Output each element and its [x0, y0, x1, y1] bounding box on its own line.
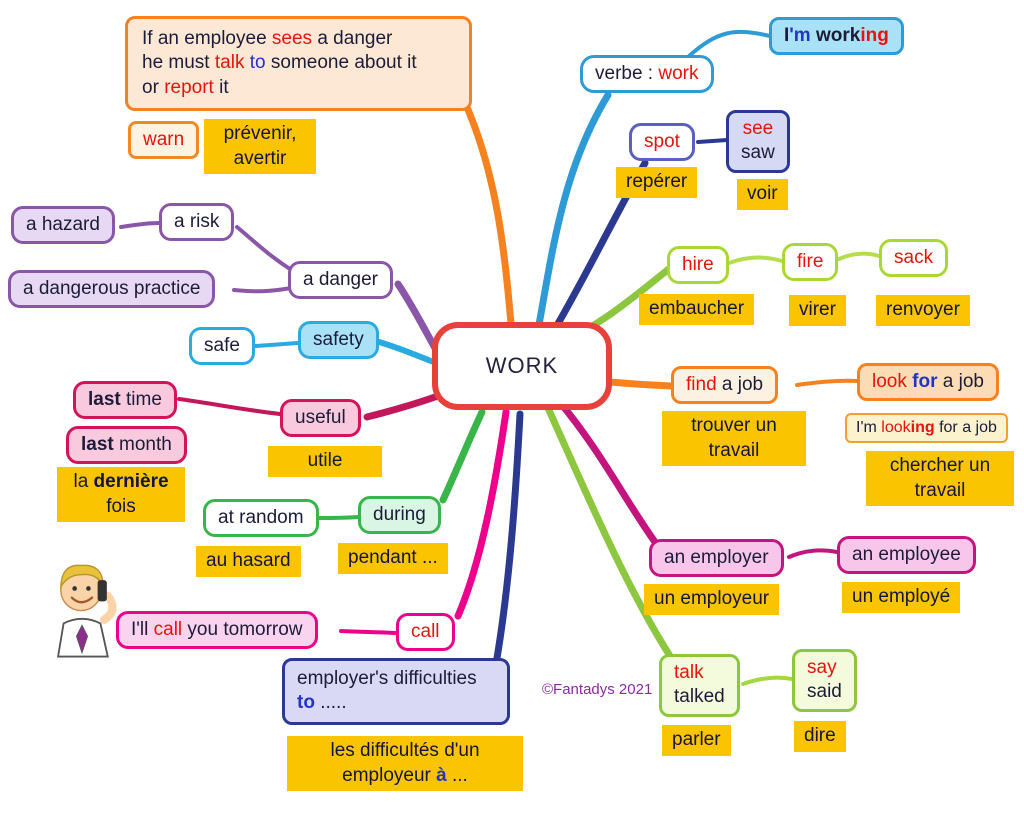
translation-fire: virer — [789, 295, 846, 326]
branch-danger-line — [394, 280, 440, 354]
arm — [99, 591, 117, 624]
node-a-dangerous-practice: a dangerous practice — [8, 270, 216, 309]
employer-to-employee-line — [787, 548, 839, 559]
right-eye — [86, 586, 91, 591]
node-warn: warn — [128, 121, 200, 160]
center-topic-work: WORK — [432, 322, 612, 410]
node-verbe-work: verbe : work — [580, 55, 714, 94]
node-useful: useful — [280, 399, 361, 438]
tie — [75, 624, 89, 655]
translation-sack: renvoyer — [876, 295, 970, 326]
node-im-looking: I'm looking for a job — [845, 413, 1008, 444]
during-to-atrandom-line — [317, 515, 360, 520]
difficulties-line-2: to ..... — [297, 692, 347, 714]
translation-difficulties: les difficultés d'un employeur à ... — [287, 736, 523, 792]
copyright-text: ©Fantadys 2021 — [542, 681, 653, 698]
node-hire: hire — [667, 246, 729, 285]
talk-to-say-line — [741, 675, 794, 686]
find-to-look-line — [795, 378, 859, 387]
note-line-2: he must talk to someone about it — [142, 52, 417, 74]
phone — [97, 580, 107, 602]
note-line-1: If an employee sees a danger — [142, 28, 393, 49]
node-an-employee: an employee — [837, 536, 976, 575]
note-box: If an employee sees a danger he must tal… — [125, 16, 472, 111]
node-a-risk: a risk — [159, 203, 235, 242]
node-sack: sack — [879, 239, 949, 278]
danger-to-dangerous-line — [232, 286, 293, 294]
hire-to-fire-line — [727, 255, 784, 265]
translation-look: chercher un travail — [866, 451, 1014, 507]
branch-find-line — [606, 378, 675, 390]
node-during: during — [358, 496, 441, 535]
translation-at-random: au hasard — [196, 546, 301, 577]
risk-to-hazard-line — [119, 221, 161, 229]
node-employers-difficulties: employer's difficulties to ..... — [282, 658, 510, 725]
translation-see: voir — [737, 179, 788, 210]
branch-difficulties-line — [493, 410, 524, 662]
verbe-to-working-line — [686, 29, 772, 59]
translation-say: dire — [794, 721, 846, 752]
node-see-saw: see saw — [726, 110, 790, 173]
node-look-for-a-job: look for a job — [857, 363, 999, 402]
spot-to-see-line — [696, 138, 729, 144]
branch-call-line — [454, 408, 510, 620]
branch-safety-line — [376, 339, 439, 366]
branch-verbe-line — [534, 91, 612, 334]
translation-employee: un employé — [842, 582, 961, 613]
branch-useful-line — [363, 392, 442, 421]
left-eye — [72, 586, 77, 591]
translation-during: pendant ... — [338, 543, 448, 574]
call-to-illcall-line — [339, 629, 398, 635]
branch-note-line — [459, 94, 516, 339]
safety-to-safe-line — [254, 341, 300, 348]
useful-to-lasttime-line — [177, 397, 282, 416]
translation-employer: un employeur — [644, 584, 780, 615]
translation-warn: prévenir, avertir — [204, 119, 316, 175]
smile — [70, 596, 94, 604]
node-call: call — [396, 613, 455, 652]
node-safety: safety — [298, 321, 379, 360]
center-topic-label: WORK — [485, 352, 559, 378]
node-im-working: I'm working — [769, 17, 904, 56]
translation-last: la dernière fois — [57, 467, 185, 523]
branch-during-line — [439, 408, 486, 504]
node-a-hazard: a hazard — [11, 206, 115, 245]
node-last-time: last time — [73, 381, 177, 420]
branch-employer-line — [554, 396, 659, 546]
node-last-month: last month — [66, 426, 187, 465]
danger-to-risk-line — [235, 225, 295, 273]
translation-useful: utile — [268, 446, 382, 477]
branch-talk-line — [544, 404, 674, 660]
node-at-random: at random — [203, 499, 319, 538]
translation-hire: embaucher — [639, 294, 755, 325]
node-find-a-job: find a job — [671, 366, 779, 405]
note-line-3: or report it — [142, 76, 229, 98]
node-a-danger: a danger — [288, 261, 394, 300]
fire-to-sack-line — [837, 251, 881, 261]
translation-difficulties-line-2: employeur à ... — [342, 764, 468, 786]
translation-talk: parler — [662, 725, 731, 756]
node-ill-call-you: I'll call you tomorrow — [116, 611, 318, 650]
man-on-phone-illustration — [56, 564, 117, 658]
node-fire: fire — [782, 243, 839, 282]
node-talk-talked: talk talked — [659, 654, 740, 717]
node-spot: spot — [629, 123, 695, 162]
node-say-said: say said — [792, 649, 857, 712]
node-safe: safe — [189, 327, 255, 366]
node-an-employer: an employer — [649, 539, 784, 578]
translation-spot: repérer — [616, 167, 698, 198]
translation-find: trouver un travail — [662, 411, 806, 467]
